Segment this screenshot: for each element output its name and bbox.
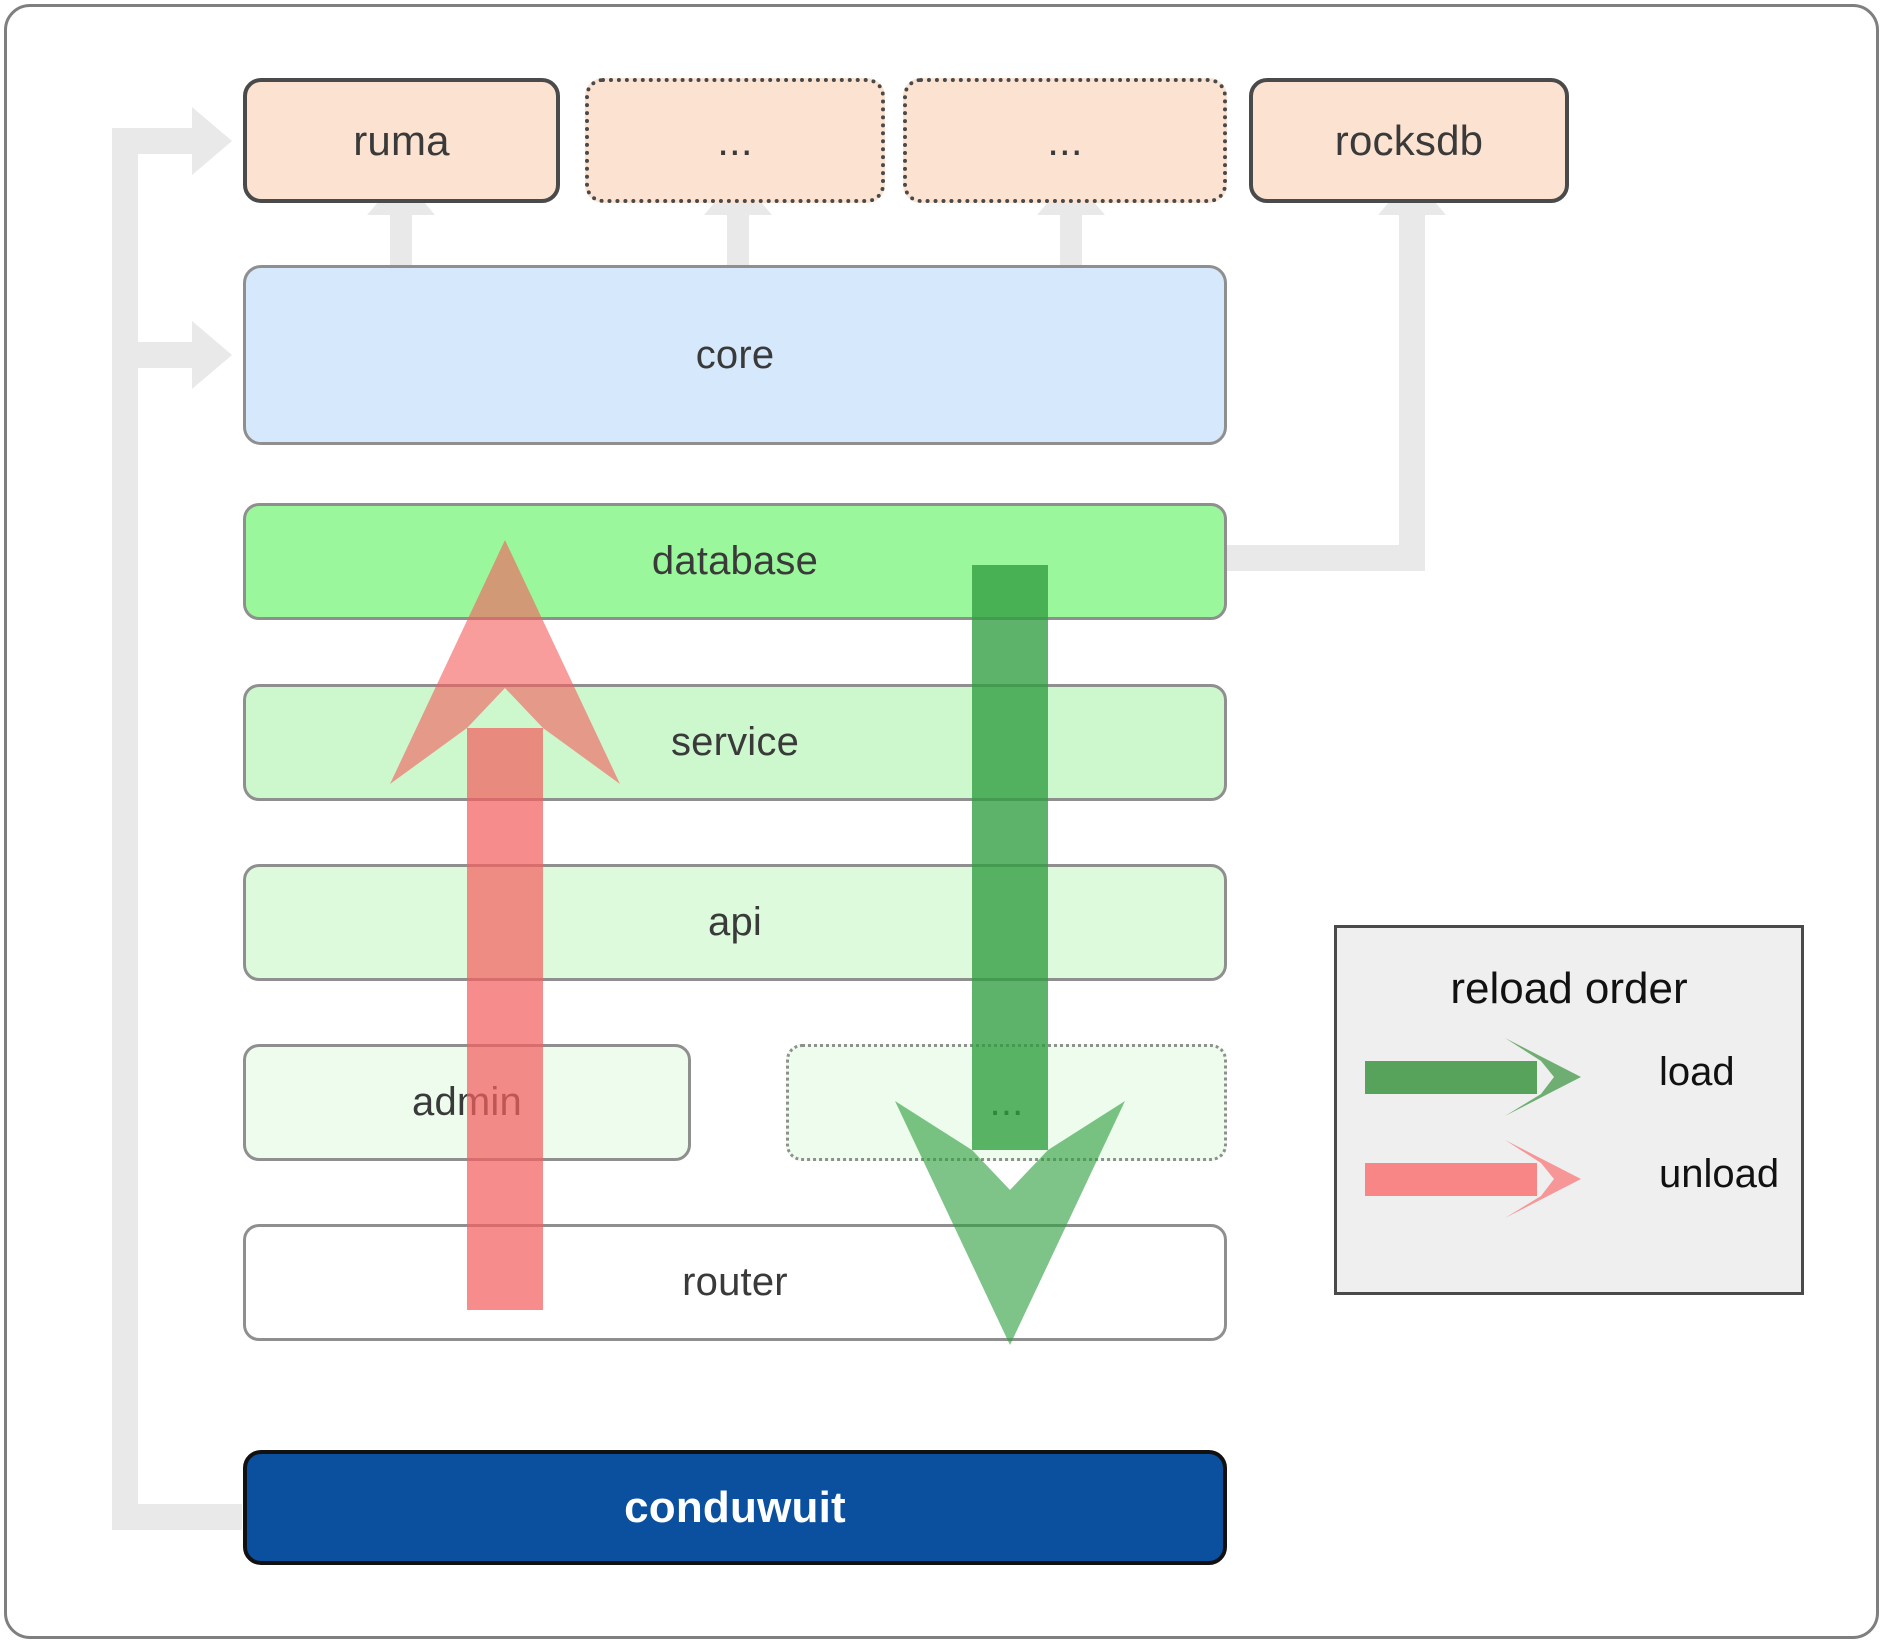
connector-left-spine (112, 128, 138, 1530)
node-api[interactable]: api (243, 864, 1227, 981)
legend-load-label: load (1659, 1050, 1735, 1094)
node-ext-1-label: ... (717, 116, 753, 164)
node-core[interactable]: core (243, 265, 1227, 445)
node-router-label: router (682, 1260, 788, 1304)
legend-panel: reload order load unload (1334, 925, 1804, 1295)
node-ext-2-label: ... (1047, 116, 1083, 164)
node-rocksdb[interactable]: rocksdb (1249, 78, 1569, 203)
node-conduwuit[interactable]: conduwuit (243, 1450, 1227, 1565)
node-conduwuit-label: conduwuit (624, 1482, 846, 1532)
legend-load-arrow (1365, 1038, 1605, 1116)
connector-db-to-rocksdb-vertical (1399, 205, 1425, 571)
node-rocksdb-label: rocksdb (1334, 116, 1484, 164)
node-ruma-label: ruma (353, 116, 450, 164)
node-service[interactable]: service (243, 684, 1227, 801)
node-service-label: service (670, 720, 800, 764)
legend-unload-label: unload (1659, 1152, 1780, 1196)
connector-core-to-ruma-line (390, 205, 412, 267)
connector-core-to-ext2-line (1060, 205, 1082, 267)
connector-core-to-ext1-line (727, 205, 749, 267)
load-arrow-down (895, 565, 1125, 1345)
node-database[interactable]: database (243, 503, 1227, 620)
node-router[interactable]: router (243, 1224, 1227, 1341)
connector-to-core-arrow (192, 321, 232, 389)
node-ruma[interactable]: ruma (243, 78, 560, 203)
node-ext-1[interactable]: ... (585, 78, 885, 203)
legend-title: reload order (1450, 964, 1688, 1013)
legend-unload-arrow (1365, 1140, 1605, 1218)
node-api-label: api (708, 900, 762, 944)
node-core-label: core (695, 332, 775, 377)
node-database-label: database (651, 539, 819, 583)
connector-to-ruma-arrow (192, 107, 232, 175)
connector-db-to-rocksdb-horizontal (1222, 545, 1412, 571)
unload-arrow-up (390, 540, 620, 1310)
connector-conduwuit-stub (112, 1504, 242, 1530)
node-ext-2[interactable]: ... (903, 78, 1227, 203)
